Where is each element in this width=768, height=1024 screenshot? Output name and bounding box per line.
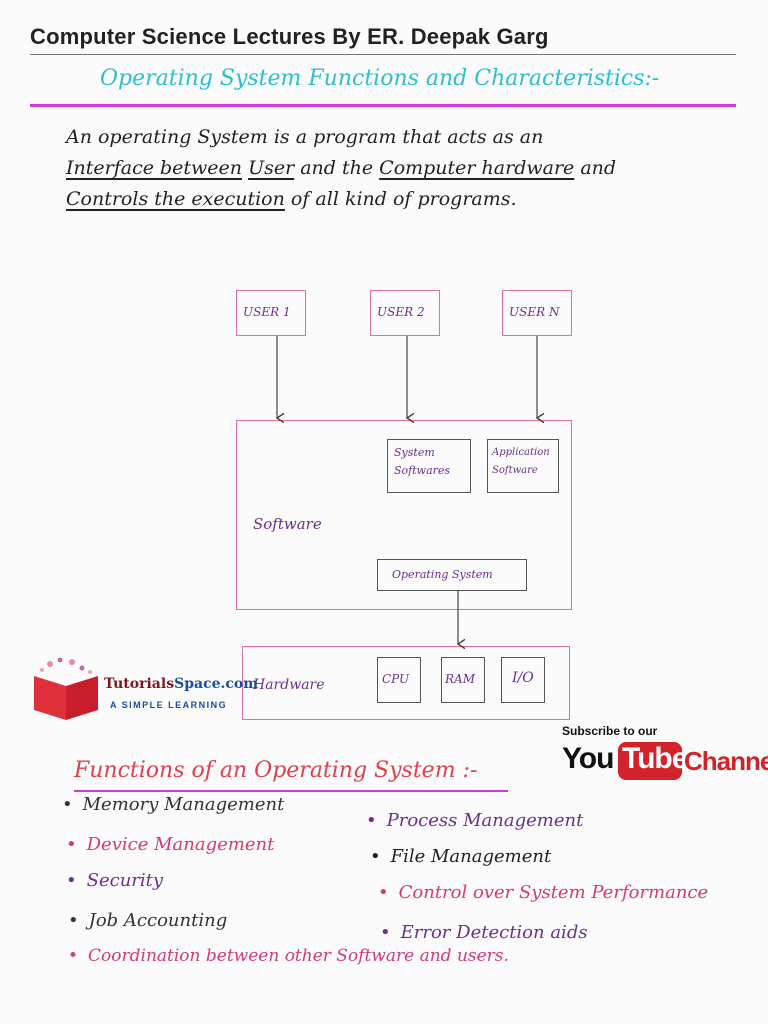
operating-system-label: Operating System (392, 568, 493, 581)
operating-system-box: Operating System (377, 559, 527, 591)
intro-interface-phrase: Interface between (66, 157, 243, 179)
intro-line-1: An operating System is a program that ac… (66, 126, 544, 148)
header-divider (30, 54, 736, 55)
io-label: I/O (512, 670, 534, 686)
function-item: •Coordination between other Software and… (68, 946, 509, 966)
application-software-box: Application Software (487, 439, 559, 493)
intro-and: and (580, 157, 617, 179)
hardware-box: Hardware CPU RAM I/O (242, 646, 570, 720)
function-item-text: Device Management (86, 834, 275, 855)
youtube-channel: Channel (684, 746, 768, 776)
tutorials-space-tagline: A SIMPLE LEARNING (110, 700, 228, 710)
page-title: Operating System Functions and Character… (100, 66, 660, 91)
tutorials-word: Tutorials (104, 676, 175, 692)
intro-programs-phrase: of all kind of programs. (290, 188, 517, 210)
intro-controls-phrase: Controls the execution (66, 188, 285, 210)
youtube-tube-box: Tube (618, 742, 688, 780)
intro-paragraph: An operating System is a program that ac… (66, 122, 726, 215)
functions-title: Functions of an Operating System :- (74, 758, 478, 783)
function-item-text: Memory Management (82, 794, 285, 815)
user-1-label: USER 1 (243, 305, 291, 319)
function-item-text: Error Detection aids (400, 922, 588, 943)
function-item: •File Management (370, 846, 552, 867)
title-underline (30, 104, 736, 107)
intro-and-the: and the (300, 157, 374, 179)
user-2-box: USER 2 (370, 290, 440, 336)
intro-line-3: Controls the execution of all kind of pr… (66, 184, 726, 215)
function-item: •Job Accounting (68, 910, 228, 931)
cpu-box: CPU (377, 657, 421, 703)
hardware-label: Hardware (253, 677, 325, 693)
intro-hardware-phrase: Computer hardware (379, 157, 575, 179)
functions-title-underline (74, 790, 508, 792)
function-item: •Error Detection aids (380, 922, 588, 943)
system-software-box: System Softwares (387, 439, 471, 493)
application-software-line-2: Software (492, 465, 538, 476)
intro-line-2: Interface between User and the Computer … (66, 153, 726, 184)
youtube-tube: Tube (622, 742, 688, 775)
system-software-line-2: Softwares (394, 464, 451, 477)
function-item: •Device Management (66, 834, 275, 855)
youtube-subscribe-badge[interactable]: Subscribe to our You Tube Channel (562, 724, 768, 788)
ram-label: RAM (445, 672, 475, 686)
function-item-text: Control over System Performance (398, 882, 709, 903)
subscribe-text: Subscribe to our (562, 724, 658, 738)
function-item-text: File Management (390, 846, 552, 867)
system-software-label: System Softwares (394, 444, 450, 480)
function-item-text: Job Accounting (88, 910, 228, 931)
youtube-you: You (562, 742, 614, 775)
function-item-text: Security (86, 870, 164, 891)
system-software-line-1: System (394, 446, 435, 459)
application-software-label: Application Software (492, 444, 550, 480)
space-com-word: Space.com (174, 676, 259, 692)
function-item-text: Process Management (386, 810, 584, 831)
application-software-line-1: Application (492, 447, 550, 458)
page-header: Computer Science Lectures By ER. Deepak … (30, 24, 549, 49)
tutorials-space-name: TutorialsSpace.com (104, 676, 258, 692)
function-item: •Memory Management (62, 794, 285, 815)
function-item: •Security (66, 870, 164, 891)
software-box: Software System Softwares Application So… (236, 420, 572, 610)
ram-box: RAM (441, 657, 485, 703)
function-item: •Process Management (366, 810, 584, 831)
function-item: •Control over System Performance (378, 882, 709, 903)
intro-user-word: User (248, 157, 295, 179)
user-n-label: USER N (509, 305, 560, 319)
user-2-label: USER 2 (377, 305, 425, 319)
function-item-text: Coordination between other Software and … (88, 946, 509, 966)
software-label: Software (253, 515, 322, 533)
cpu-label: CPU (382, 672, 410, 686)
user-n-box: USER N (502, 290, 572, 336)
tutorials-space-logo: TutorialsSpace.com A SIMPLE LEARNING (30, 654, 258, 722)
user-1-box: USER 1 (236, 290, 306, 336)
io-box: I/O (501, 657, 545, 703)
open-book-icon (34, 657, 98, 720)
